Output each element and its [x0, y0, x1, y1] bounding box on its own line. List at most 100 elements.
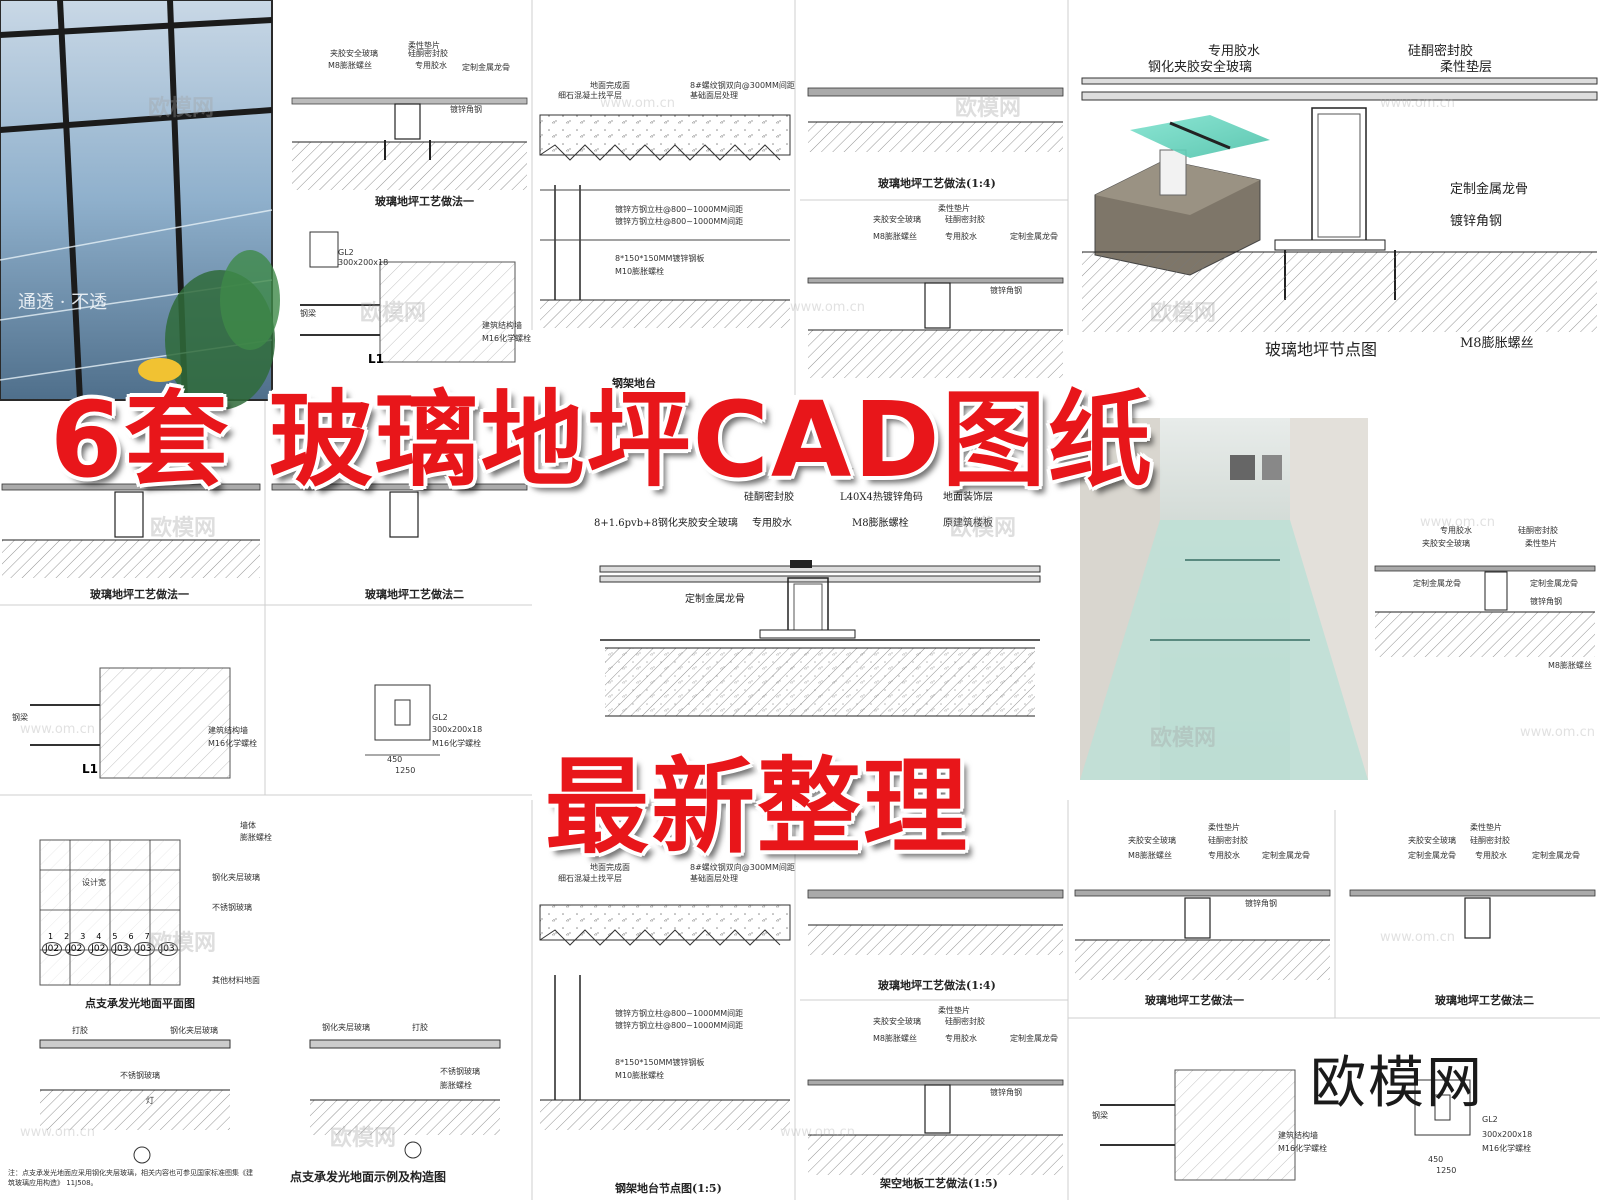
label-plate: 300x200x18	[338, 258, 389, 267]
label-dajiao-k2: 打胶	[412, 1023, 428, 1032]
photo-glass-corridor	[1080, 418, 1368, 780]
label-longgu-d: 定制金属龙骨	[1010, 232, 1058, 241]
detail-drawing-3	[807, 87, 1064, 378]
label-guitong: 硅酮密封胶	[408, 49, 448, 58]
grid-label-3: J03	[111, 942, 132, 956]
label-dingzhi-longgu-big: 定制金属龙骨	[1450, 182, 1529, 197]
label-1250-g: 1250	[395, 766, 416, 775]
label-buxiugang-k: 不锈钢玻璃	[212, 903, 252, 912]
label-jiajiao-d: 夹胶安全玻璃	[873, 215, 921, 224]
label-duxin-jiaogang: 镀锌角钢	[450, 105, 482, 114]
label-gangliang: 钢梁	[300, 309, 316, 318]
detail-drawing-4	[1, 483, 528, 578]
label-n-gangliang: 钢梁	[1092, 1111, 1108, 1120]
label-jiajiao-boli: 夹胶安全玻璃	[330, 49, 378, 58]
watermark-url-7: www.om.cn	[1380, 930, 1455, 945]
label-n-longgu: 定制金属龙骨	[1262, 851, 1310, 860]
label-j-zhuanyong: 专用胶水	[1440, 526, 1472, 535]
watermark-2: 欧模网	[955, 96, 1022, 121]
label-gangban: 8*150*150MM镀锌钢板	[615, 254, 705, 263]
label-j-jiajiao: 夹胶安全玻璃	[1422, 539, 1470, 548]
grid-label-1: J02	[65, 942, 86, 956]
label-450-g: 450	[387, 755, 403, 764]
watermark-1: 欧模网	[148, 96, 215, 121]
detail-drawing-8	[807, 889, 1064, 1175]
label-n-plate: 300x200x18	[1482, 1130, 1533, 1139]
label-pengzhang-k: 膨胀螺栓	[440, 1081, 472, 1090]
watermark-url-8: www.om.cn	[20, 1125, 95, 1140]
caption-9: 玻璃地坪工艺做法(1:4)	[878, 979, 996, 992]
grid-number-3: 4	[96, 932, 102, 941]
label-m16-g: M16化学螺栓	[208, 739, 258, 748]
label-jiceng: 基础面层处理	[690, 91, 738, 100]
watermark-url-1: www.om.cn	[600, 96, 675, 111]
watermark-url-5: www.om.cn	[20, 722, 95, 737]
caption-7: 点支承发光地面示例及构造图	[290, 1170, 447, 1184]
label-m-guitong: 硅酮密封胶	[945, 1017, 985, 1026]
label-m16: M16化学螺栓	[482, 334, 532, 343]
label-plate-g: 300x200x18	[432, 725, 483, 734]
label-c-longgu: 定制金属龙骨	[685, 594, 745, 605]
watermark-url-9: www.om.cn	[780, 1125, 855, 1140]
label-jianzhu-jiegou: 建筑结构墙	[482, 321, 522, 330]
watermark-url-2: www.om.cn	[1380, 96, 1455, 111]
detail-drawing-center	[599, 560, 1041, 717]
label-n-jiaogang: 镀锌角钢	[1245, 899, 1277, 908]
label-j-m8: M8膨胀螺丝	[1548, 661, 1592, 670]
watermark-url-6: www.om.cn	[1520, 725, 1595, 740]
label-gangliang-g: 钢梁	[12, 713, 28, 722]
watermark-7: 欧模网	[1150, 726, 1217, 751]
caption-13: 钢架地台	[612, 377, 656, 390]
note-text: 注：点支承发光地面应采用钢化夹层玻璃，相关内容也可参见国家标准图集《建筑玻璃应用…	[8, 1169, 253, 1187]
label-l-jiceng: 基础面层处理	[690, 874, 738, 883]
caption-5: 玻璃地坪节点图	[1265, 340, 1378, 359]
caption-2: 玻璃地坪工艺做法一	[90, 588, 189, 601]
label-m8-pengzhang-big: M8膨胀螺丝	[1460, 336, 1534, 351]
label-gangdhua-jiajiao: 钢化夹胶安全玻璃	[1148, 60, 1253, 75]
label-l-m10: M10膨胀螺栓	[615, 1071, 665, 1080]
label-c-yuanjianzhu: 原建筑楼板	[943, 518, 993, 529]
label-n2-longgu: 定制金属龙骨	[1408, 851, 1456, 860]
headline-subtitle: 最新整理	[545, 746, 970, 868]
label-j-rouxing: 柔性垫片	[1525, 539, 1557, 548]
caption-1: 玻璃地坪工艺做法一	[375, 195, 474, 208]
label-c-dimian: 地面装饰层	[943, 492, 993, 503]
label-l-luowen: 8#螺纹钢双向@300MM间距	[690, 863, 795, 872]
grid-number-5: 6	[128, 932, 134, 941]
label-qita: 其他材料地面	[212, 976, 260, 985]
watermark-5: 欧模网	[150, 516, 217, 541]
label-n2-zhuanyong: 专用胶水	[1475, 851, 1507, 860]
label-c-m8: M8膨胀螺栓	[852, 518, 909, 529]
label-guitong-mifeng: 硅酮密封胶	[1408, 44, 1474, 59]
label-fanggang-1: 镀锌方钢立柱@800~1000MM间距	[615, 205, 744, 214]
label-n-gl2: GL2	[1482, 1115, 1498, 1124]
label-m16-g2: M16化学螺栓	[432, 739, 482, 748]
headline-title: 6套 玻璃地坪CAD图纸	[50, 379, 1154, 501]
label-n-zhuanyong: 专用胶水	[1208, 851, 1240, 860]
label-m10: M10膨胀螺栓	[615, 267, 665, 276]
photo-overlay-text: 通透 · 不透	[18, 292, 108, 313]
label-m-jiajiao: 夹胶安全玻璃	[873, 1017, 921, 1026]
label-n-m8: M8膨胀螺丝	[1128, 851, 1172, 860]
photo-glass-floor-window	[0, 0, 280, 410]
detail-drawing-7	[539, 904, 791, 1130]
label-n-jiajiao: 夹胶安全玻璃	[1128, 836, 1176, 845]
detail-drawing-5	[30, 667, 440, 779]
grid-number-2: 3	[80, 932, 86, 941]
detail-drawing-9	[1074, 889, 1596, 1181]
label-m8: M8膨胀螺丝	[328, 61, 372, 70]
watermark-6: 欧模网	[950, 516, 1017, 541]
label-zhuanyong-jiaoshui: 专用胶水	[1208, 44, 1261, 59]
grid-number-1: 2	[64, 932, 70, 941]
label-gangua-k2: 钢化夹层玻璃	[170, 1026, 218, 1035]
label-j-longgu: 定制金属龙骨	[1413, 579, 1461, 588]
watermark-4: 欧模网	[1150, 301, 1217, 326]
caption-8: 钢架地台节点图(1:5)	[615, 1182, 722, 1195]
label-qiti: 墙体	[240, 821, 256, 830]
label-l-fanggang1: 镀锌方钢立柱@800~1000MM间距	[615, 1009, 744, 1018]
watermark-8: 欧模网	[150, 931, 217, 956]
label-xishi: 细石混凝土找平层	[558, 91, 622, 100]
label-zhuanyong: 专用胶水	[415, 61, 447, 70]
